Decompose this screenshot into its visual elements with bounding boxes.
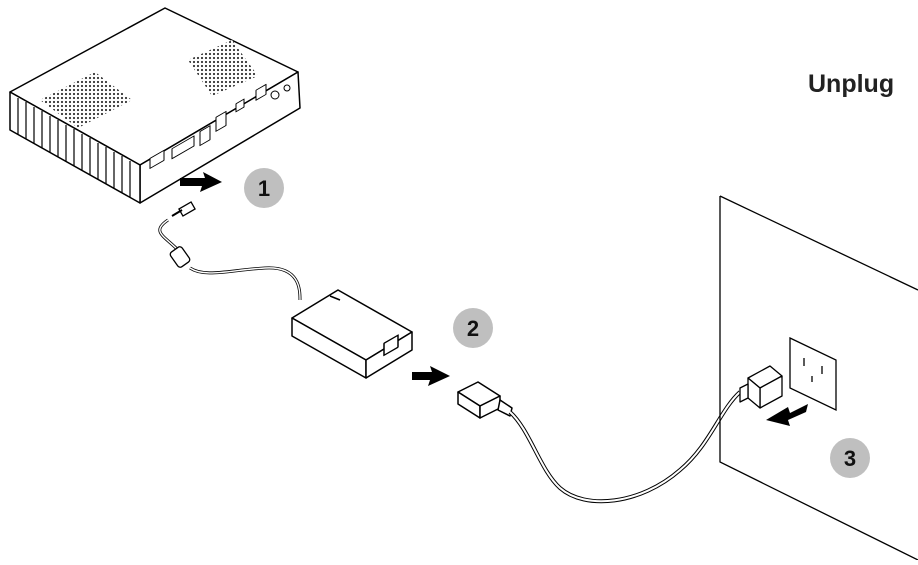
step-badge-2: 2: [453, 308, 493, 348]
step-badge-3: 3: [830, 438, 870, 478]
ac-plug-icon: [457, 381, 513, 419]
svg-text:1: 1: [258, 176, 270, 201]
mini-pc-icon: [9, 7, 301, 204]
dc-plug-icon: [171, 201, 196, 217]
svg-text:2: 2: [467, 316, 479, 341]
ac-plug-icon: [739, 365, 783, 409]
wall-outlet-icon: [789, 336, 837, 412]
pull-arrow-icon: [180, 172, 222, 192]
pull-arrow-icon: [766, 404, 808, 426]
wall-panel: [719, 195, 918, 561]
power-adapter-icon: [291, 289, 413, 379]
page-title: Unplug: [808, 70, 895, 98]
svg-text:3: 3: [844, 446, 856, 471]
pull-arrow-icon: [412, 366, 450, 386]
step-badge-1: 1: [244, 168, 284, 208]
